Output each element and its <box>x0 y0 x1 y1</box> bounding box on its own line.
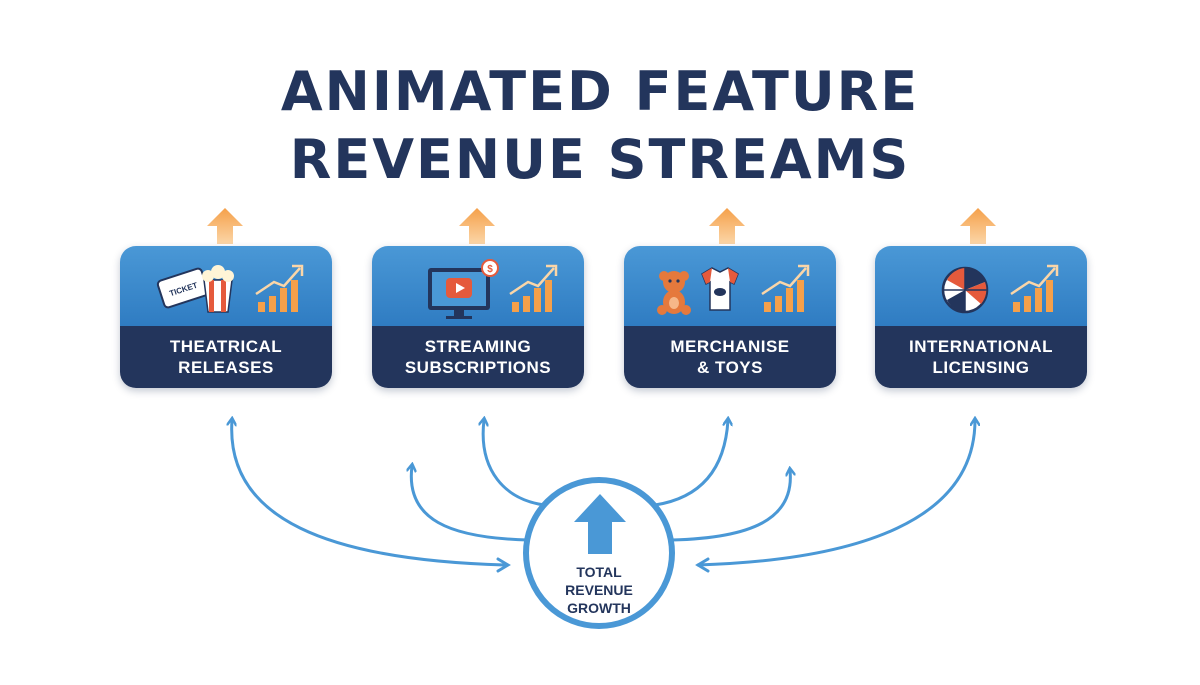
connector-to-international <box>696 420 975 567</box>
tshirt-icon <box>701 267 739 311</box>
connector-to-streaming <box>483 420 547 507</box>
hub-label-line-2: REVENUE <box>565 582 633 598</box>
card-international-licensing: INTERNATIONAL LICENSING <box>875 246 1087 388</box>
hub-label-line-3: GROWTH <box>567 600 631 616</box>
card-theatrical-releases: TICKET THEATRICAL RELEASES <box>120 246 332 388</box>
hub-label: TOTAL REVENUE GROWTH <box>523 563 675 617</box>
card-streaming-subscriptions: $ STREAMING SUBSCRIPTIONS <box>372 246 584 388</box>
card-label-line-1: INTERNATIONAL <box>908 337 1054 356</box>
teddy-bear-icon <box>657 271 691 315</box>
card-label-line-2: & TOYS <box>697 358 763 377</box>
orange-arrow-icon <box>709 208 745 244</box>
card-label: INTERNATIONAL LICENSING <box>875 326 1087 388</box>
connector-to-merchandise <box>653 420 728 507</box>
card-label-line-1: STREAMING <box>424 337 532 356</box>
growth-bars-icon <box>1010 264 1059 312</box>
card-label: STREAMING SUBSCRIPTIONS <box>372 326 584 388</box>
blue-up-arrow-icon <box>574 494 626 554</box>
globe-icon <box>941 266 989 314</box>
card-label-line-2: RELEASES <box>178 358 274 377</box>
orange-arrow-icon <box>207 208 243 244</box>
growth-bars-icon <box>255 264 304 312</box>
ticket-icon: TICKET <box>156 267 210 309</box>
connector-to-theatrical <box>232 420 507 567</box>
title-line-2: REVENUE STREAMS <box>289 128 911 191</box>
growth-bars-icon <box>509 264 558 312</box>
orange-arrow-icon <box>960 208 996 244</box>
connector-left-secondary <box>411 466 530 542</box>
diagram-title: ANIMATED FEATURE REVENUE STREAMS <box>0 58 1200 194</box>
card-merchandise-toys: MERCHANISE & TOYS <box>624 246 836 388</box>
card-label-line-2: LICENSING <box>932 358 1030 377</box>
svg-text:$: $ <box>487 264 493 275</box>
card-label: MERCHANISE & TOYS <box>624 326 836 388</box>
popcorn-icon <box>202 265 234 313</box>
card-label: THEATRICAL RELEASES <box>120 326 332 388</box>
card-label-line-1: THEATRICAL <box>169 337 283 356</box>
monitor-play-icon: $ <box>428 259 499 319</box>
hub-label-line-1: TOTAL <box>576 564 622 580</box>
card-label-line-2: SUBSCRIPTIONS <box>404 358 552 377</box>
growth-bars-icon <box>761 264 810 312</box>
orange-arrow-icon <box>459 208 495 244</box>
title-line-1: ANIMATED FEATURE <box>280 60 920 123</box>
card-label-line-1: MERCHANISE <box>670 337 790 356</box>
connector-right-secondary <box>670 470 790 542</box>
